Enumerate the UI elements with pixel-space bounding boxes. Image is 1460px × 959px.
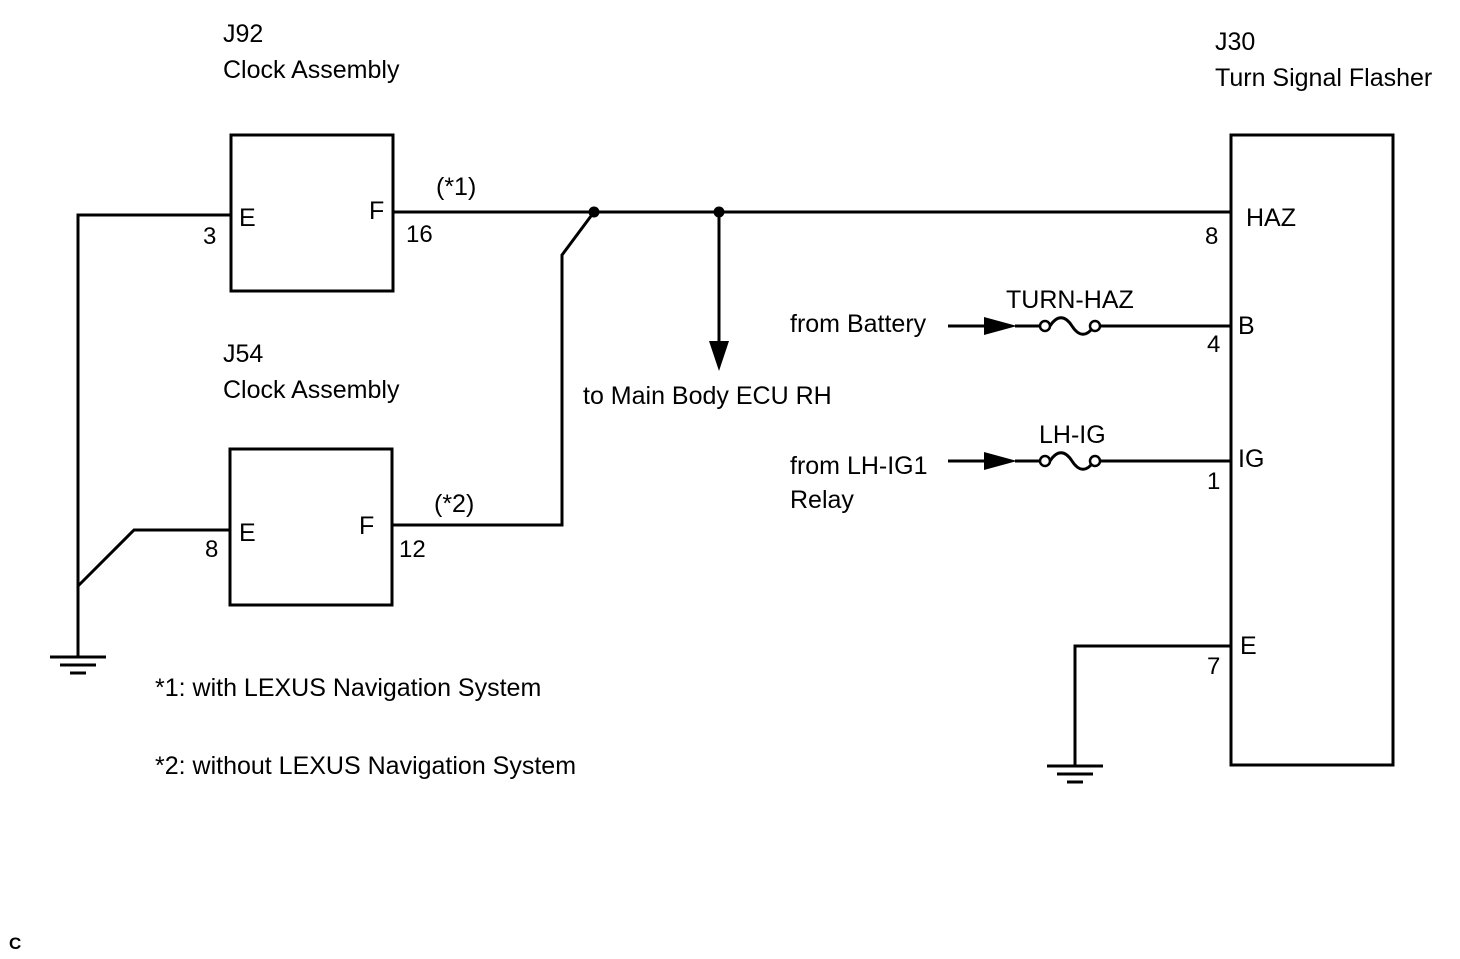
j92-pin-e-number: 3 <box>203 223 216 250</box>
j54-ground-wire <box>76 528 230 588</box>
j92-pin-f-label: F <box>369 197 384 225</box>
turn-haz-fuse-icon <box>1038 316 1102 336</box>
j92-pin-e-label: E <box>239 204 256 232</box>
j30-name: Turn Signal Flasher <box>1215 64 1432 92</box>
relay-label: Relay <box>790 486 854 514</box>
down-arrow-icon <box>709 341 729 371</box>
right-arrow-icon <box>984 317 1017 335</box>
j30-pin-b-number: 4 <box>1207 331 1220 358</box>
corner-mark: C <box>9 934 21 953</box>
j54-pin-f-label: F <box>359 512 374 540</box>
ground-icon <box>1047 764 1103 784</box>
from-lh-ig1-label: from LH-IG1 <box>790 452 928 480</box>
j54-clock-assembly: J54 Clock Assembly E 8 F 12 <box>205 340 426 607</box>
j54-pin-f-number: 12 <box>399 536 426 563</box>
lh-ig-fuse-label: LH-IG <box>1039 421 1106 449</box>
j30-pin-b-label: B <box>1238 312 1255 340</box>
ground-icon <box>50 655 106 675</box>
footnote-1: *1: with LEXUS Navigation System <box>155 674 541 702</box>
variant-note-1: (*1) <box>436 173 476 201</box>
j30-id: J30 <box>1215 28 1255 56</box>
turn-haz-fuse-label: TURN-HAZ <box>1006 286 1134 314</box>
to-main-body-ecu-label: to Main Body ECU RH <box>583 382 832 410</box>
j30-pin-haz-label: HAZ <box>1246 204 1296 232</box>
j92-clock-assembly: J92 Clock Assembly E 3 F 16 <box>203 20 433 293</box>
j30-pin-ig-number: 1 <box>1207 468 1220 495</box>
j54-pin-e-number: 8 <box>205 536 218 563</box>
j92-name: Clock Assembly <box>223 56 400 84</box>
right-arrow-icon <box>984 452 1017 470</box>
j92-id: J92 <box>223 20 263 48</box>
j54-id: J54 <box>223 340 263 368</box>
j54-signal-wire <box>392 211 596 527</box>
j30-pin-ig-label: IG <box>1238 445 1264 473</box>
footnote-2: *2: without LEXUS Navigation System <box>155 752 576 780</box>
j54-box <box>228 447 394 607</box>
j30-pin-e-label: E <box>1240 632 1257 660</box>
j30-box <box>1229 133 1395 767</box>
lh-ig-fuse-icon <box>1038 451 1102 471</box>
j30-pin-haz-number: 8 <box>1205 223 1218 250</box>
j92-ground-wire <box>76 213 231 656</box>
variant-note-2: (*2) <box>434 490 474 518</box>
j54-name: Clock Assembly <box>223 376 400 404</box>
j30-pin-e-number: 7 <box>1207 653 1220 680</box>
ig-supply-circuit: from LH-IG1 Relay LH-IG <box>790 421 1231 514</box>
j54-pin-e-label: E <box>239 519 256 547</box>
flasher-ground-circuit <box>1047 644 1231 784</box>
j92-pin-f-number: 16 <box>406 221 433 248</box>
from-battery-label: from Battery <box>790 310 927 338</box>
flasher-ground-wire <box>1073 644 1231 765</box>
haz-signal-circuit: (*1) (*2) to Main Body ECU RH <box>392 173 1231 527</box>
left-ground-circuit <box>50 213 231 675</box>
j92-box <box>229 133 395 293</box>
j30-turn-signal-flasher: J30 Turn Signal Flasher HAZ 8 B 4 IG 1 E… <box>1205 28 1432 767</box>
battery-supply-circuit: from Battery TURN-HAZ <box>790 286 1231 338</box>
